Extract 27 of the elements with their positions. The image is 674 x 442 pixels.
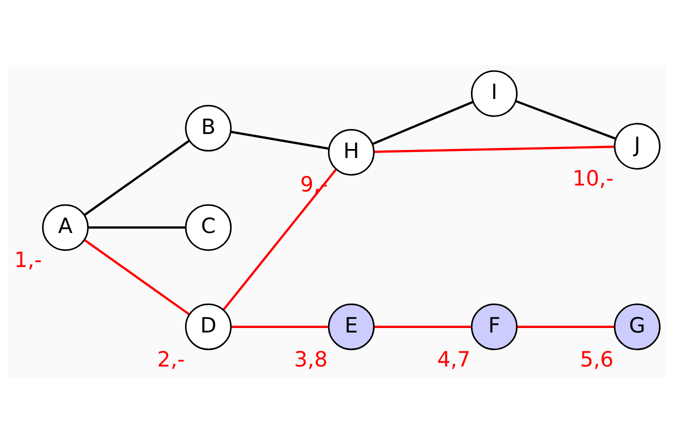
node-circle: C bbox=[185, 204, 232, 250]
node-label: 4,7 bbox=[437, 346, 471, 371]
node-circle: I bbox=[470, 70, 518, 116]
node-label: 2,- bbox=[157, 346, 185, 371]
connector bbox=[230, 130, 329, 150]
node-circle: E bbox=[328, 303, 375, 350]
connector bbox=[84, 238, 190, 315]
connector bbox=[374, 325, 472, 328]
node-label: 10,- bbox=[572, 165, 614, 190]
connector bbox=[374, 145, 615, 152]
node-circle: B bbox=[185, 104, 232, 152]
node-label: 5,6 bbox=[580, 346, 614, 371]
connector bbox=[88, 226, 186, 228]
connector bbox=[517, 325, 614, 328]
node-circle: D bbox=[185, 303, 232, 350]
connector bbox=[231, 325, 328, 328]
connector bbox=[515, 100, 616, 140]
node-label: 1,- bbox=[14, 246, 42, 272]
node-circle: J bbox=[614, 122, 661, 170]
connector bbox=[222, 168, 337, 310]
node-label: 3,8 bbox=[294, 346, 328, 371]
connector bbox=[372, 100, 474, 144]
node-circle: H bbox=[328, 128, 375, 176]
node-circle: F bbox=[470, 303, 518, 350]
node-circle: G bbox=[614, 303, 661, 350]
connector bbox=[84, 139, 190, 216]
node-circle: A bbox=[42, 204, 89, 250]
